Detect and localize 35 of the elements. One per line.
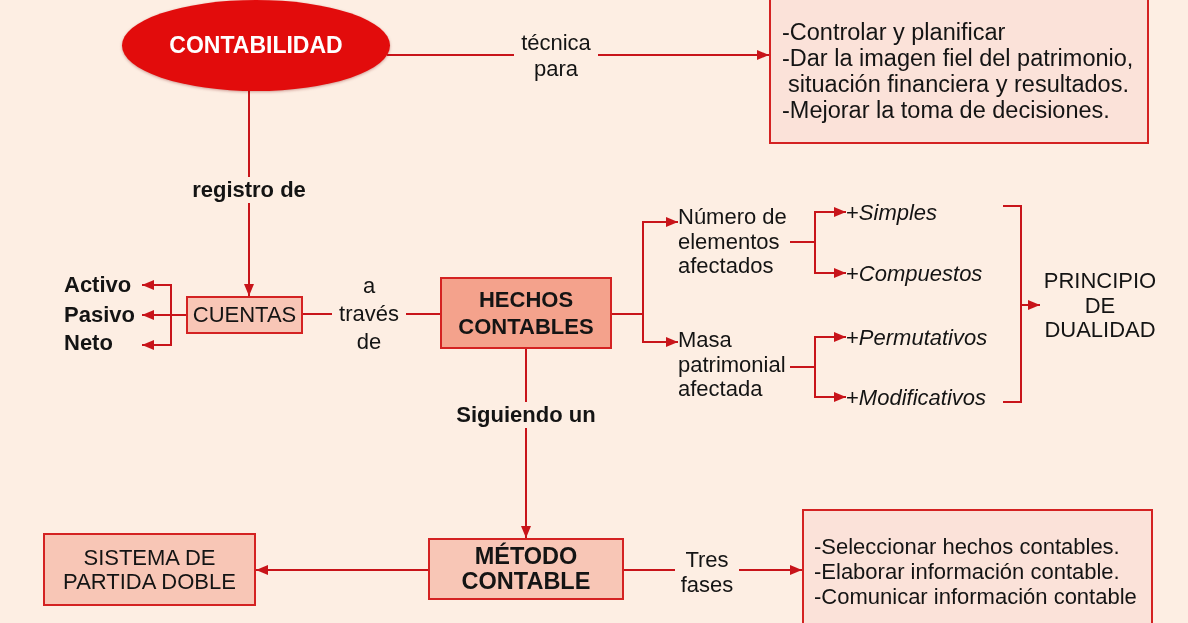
bracket xyxy=(1002,205,1022,403)
list-item: -Seleccionar hechos contables. xyxy=(814,534,1121,559)
node-text: CONTABILIDAD xyxy=(169,32,343,59)
concept-label: Neto xyxy=(64,330,142,356)
concept-label: +Permutativos xyxy=(846,325,994,350)
list-item: -Elaborar información contable. xyxy=(814,559,1121,584)
arrow xyxy=(611,313,679,347)
arrow xyxy=(789,241,847,278)
concept-label: PRINCIPIO DE DUALIDAD xyxy=(1040,269,1160,343)
arrow xyxy=(244,89,254,297)
concept-label: +Compuestos xyxy=(846,261,986,286)
concept-label: +Simples xyxy=(846,200,942,225)
arrow xyxy=(789,366,847,402)
list-item: -Dar la imagen fiel del patrimonio, situación financiera y resultados. xyxy=(782,45,1135,97)
arrow xyxy=(141,314,187,350)
node-text: HECHOS CONTABLES xyxy=(457,286,595,340)
concept-label: +Modificativos xyxy=(846,385,994,410)
concept-label: Pasivo xyxy=(64,302,142,328)
arrow xyxy=(255,565,429,575)
list-item: -Comunicar información contable xyxy=(814,584,1138,609)
node-text: CUENTAS xyxy=(192,303,297,327)
concept-box xyxy=(428,538,624,600)
concept-label: Activo xyxy=(64,272,142,298)
node-text: MÉTODO CONTABLE xyxy=(460,544,592,594)
concept-label: Masa patrimonial afectada xyxy=(678,328,790,402)
text-panel xyxy=(769,0,1149,144)
list-item: -Mejorar la toma de decisiones. xyxy=(782,97,1111,123)
arrow xyxy=(1021,300,1041,310)
concept-box xyxy=(186,296,303,334)
concept-box xyxy=(440,277,612,349)
list-item: -Controlar y planificar xyxy=(782,19,1007,45)
text-panel xyxy=(802,509,1153,623)
concept-label: Número de elementos afectados xyxy=(678,205,790,279)
node-text: SISTEMA DE PARTIDA DOBLE xyxy=(62,545,237,594)
concept-box xyxy=(43,533,256,606)
